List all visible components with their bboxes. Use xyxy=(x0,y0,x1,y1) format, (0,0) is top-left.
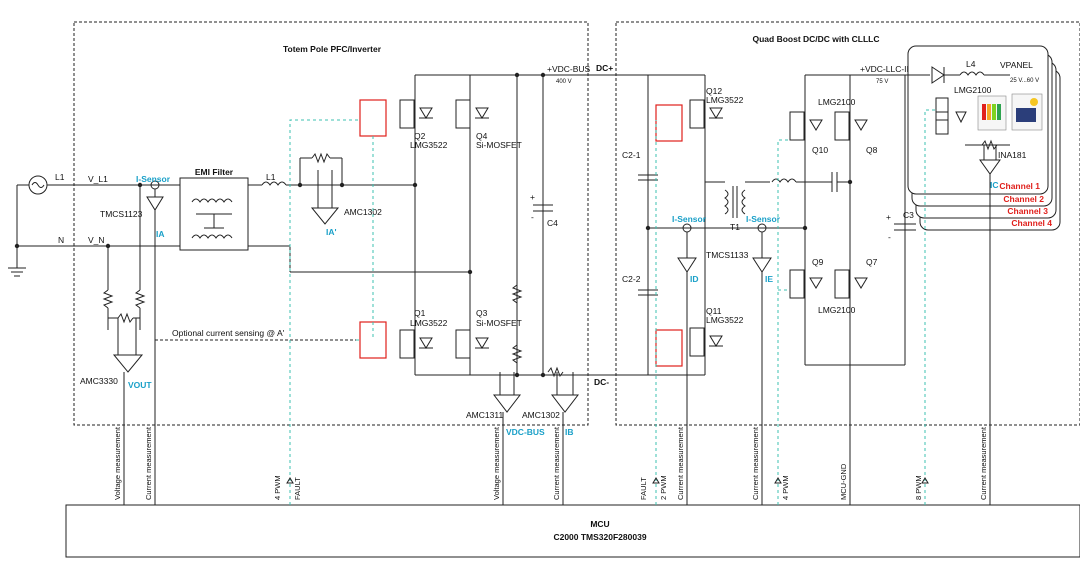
dc-minus-label: DC- xyxy=(594,377,609,387)
sun-icon xyxy=(1030,98,1038,106)
vpanel-range: 25 V...60 V xyxy=(1010,78,1039,84)
ic-label: IC xyxy=(990,180,999,190)
channel-2-label: Channel 2 xyxy=(1003,194,1044,204)
tmcs1133-label: TMCS1133 xyxy=(706,250,749,260)
vdc-llc-label: +VDC-LLC-IN xyxy=(860,64,913,74)
q2-gate-driver xyxy=(359,99,387,137)
c4-plus: + xyxy=(530,192,535,202)
ib-label: IB xyxy=(565,427,574,437)
q9-label: Q9 xyxy=(812,257,824,267)
amc1302-a-label: AMC1302 xyxy=(344,207,382,217)
q2-label: Q2 xyxy=(414,131,426,141)
vpanel-label: VPANEL xyxy=(1000,60,1033,70)
q12-label: Q12 xyxy=(706,86,722,96)
channel-1-label: Channel 1 xyxy=(999,181,1040,191)
ina181-label: INA181 xyxy=(998,150,1027,160)
q2-part: LMG3522 xyxy=(410,140,448,150)
current-measurement-2: Current measurement xyxy=(552,426,561,500)
q1-part: LMG3522 xyxy=(410,318,448,328)
c4-minus: - xyxy=(531,212,534,222)
pfc-section-title: Totem Pole PFC/Inverter xyxy=(283,44,382,54)
dcdc-section-frame xyxy=(615,21,1080,426)
voltage-measurement-2: Voltage measurement xyxy=(492,426,501,500)
optional-sensing-label: Optional current sensing @ A' xyxy=(172,328,285,338)
lmg2100-top-label: LMG2100 xyxy=(818,97,856,107)
current-measurement-3: Current measurement xyxy=(676,426,685,500)
q1-label: Q1 xyxy=(414,308,426,318)
fault-label-2: FAULT xyxy=(639,477,648,500)
t1-label: T1 xyxy=(730,222,740,232)
ia-prime-label: IA' xyxy=(326,227,337,237)
isensor-2-label: I-Sensor xyxy=(672,214,707,224)
ie-label: IE xyxy=(765,274,773,284)
c4-label: C4 xyxy=(547,218,558,228)
ia-label: IA xyxy=(156,229,165,239)
v-n-label: V_N xyxy=(88,235,105,245)
l1-inductor-label: L1 xyxy=(266,172,276,182)
c3-plus: + xyxy=(886,212,891,222)
tmcs1123-label: TMCS1123 xyxy=(100,209,143,219)
current-measurement-1: Current measurement xyxy=(144,426,153,500)
q1-gate-driver xyxy=(359,321,387,359)
q11-part: LMG3522 xyxy=(706,315,744,325)
pwm4-label-2: 4 PWM xyxy=(781,475,790,500)
mcu-gnd-label: MCU-GND xyxy=(839,463,848,500)
pwm4-label-1: 4 PWM xyxy=(273,475,282,500)
vout-label: VOUT xyxy=(128,380,152,390)
c3-label: C3 xyxy=(903,210,914,220)
vdc-bus-value: 400 V xyxy=(556,79,572,85)
id-label: ID xyxy=(690,274,699,284)
q4-part: Si-MOSFET xyxy=(476,140,522,150)
q4-label: Q4 xyxy=(476,131,488,141)
current-measurement-5: Current measurement xyxy=(979,426,988,500)
n-label: N xyxy=(58,235,64,245)
pwm-signal-pfc xyxy=(289,119,360,505)
dcdc-section-title: Quad Boost DC/DC with CLLLC xyxy=(752,34,879,44)
vdc-bus-label: +VDC-BUS xyxy=(547,64,591,74)
fault-label-1: FAULT xyxy=(293,477,302,500)
voltage-measurement-1: Voltage measurement xyxy=(113,426,122,500)
q11-label: Q11 xyxy=(706,306,722,316)
c3-minus: - xyxy=(888,232,891,242)
l4-label: L4 xyxy=(966,59,976,69)
pfc-section-frame xyxy=(73,21,589,426)
pwm2-label: 2 PWM xyxy=(659,475,668,500)
current-measurement-4: Current measurement xyxy=(751,426,760,500)
q12-gate-driver xyxy=(655,104,683,142)
amc1302-b-label: AMC1302 xyxy=(522,410,560,420)
mcu-label: MCU xyxy=(590,519,609,529)
vdcbus-sensor-label: VDC-BUS xyxy=(506,427,545,437)
l1-source-label: L1 xyxy=(55,172,65,182)
q3-label: Q3 xyxy=(476,308,488,318)
q11-gate-driver xyxy=(655,329,683,367)
q3-part: Si-MOSFET xyxy=(476,318,522,328)
amc3330-label: AMC3330 xyxy=(80,376,118,386)
q8-label: Q8 xyxy=(866,145,878,155)
c2-1-label: C2-1 xyxy=(622,150,641,160)
channel-4-label: Channel 4 xyxy=(1011,218,1052,228)
mcu-part: C2000 TMS320F280039 xyxy=(553,532,646,542)
q12-part: LMG3522 xyxy=(706,95,744,105)
emi-filter-label: EMI Filter xyxy=(195,167,234,177)
q7-label: Q7 xyxy=(866,257,878,267)
pwm8-label: 8 PWM xyxy=(914,475,923,500)
isensor-1-label: I-Sensor xyxy=(136,174,171,184)
isensor-3-label: I-Sensor xyxy=(746,214,781,224)
lmg2100-bottom-label: LMG2100 xyxy=(818,305,856,315)
dc-plus-label: DC+ xyxy=(596,63,613,73)
vdc-llc-value: 75 V xyxy=(876,79,888,85)
mcu-block xyxy=(65,504,1080,558)
q10-label: Q10 xyxy=(812,145,828,155)
amc1311-label: AMC1311 xyxy=(466,410,503,420)
channel-3-label: Channel 3 xyxy=(1007,206,1048,216)
c2-2-label: C2-2 xyxy=(622,274,641,284)
lmg2100-panel-label: LMG2100 xyxy=(954,85,992,95)
v-l1-label: V_L1 xyxy=(88,174,108,184)
